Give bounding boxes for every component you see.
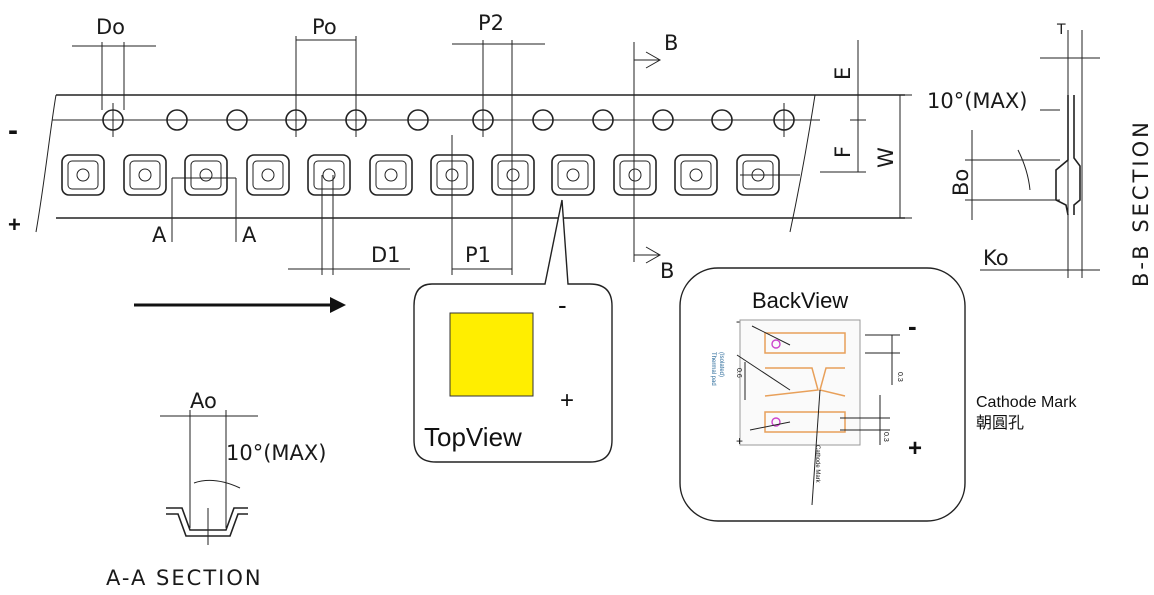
aa-section-label: A-A SECTION: [106, 566, 263, 590]
tape-plus-label: +: [8, 212, 21, 237]
f-label: F: [831, 146, 855, 158]
back-view-small-minus: -: [736, 314, 740, 328]
b-bottom-label: B: [660, 259, 674, 283]
aa-angle-label: 10°(MAX): [226, 441, 326, 465]
back-view-small-plus: +: [736, 434, 743, 448]
top-view-callout: [413, 199, 613, 463]
bottom-dimension-lines: [171, 135, 800, 275]
component-pockets: [61, 154, 780, 196]
side-dimension-lines: [820, 40, 912, 219]
thermal-pad-label: Thermal pad: [710, 352, 716, 386]
bb-section-drawing: [965, 30, 1100, 278]
dim-03b-label: 0.3: [882, 432, 889, 442]
carrier-tape: [35, 94, 905, 233]
top-view-pad: [449, 312, 534, 397]
p1-label: P1: [465, 243, 491, 267]
bo-label: Bo: [949, 169, 973, 196]
w-label: W: [874, 147, 898, 168]
dim-06-label: 0.6: [735, 368, 742, 378]
e-label: E: [831, 67, 855, 80]
d1-label: D1: [371, 243, 401, 267]
cathode-mark-note: Cathode Mark: [976, 394, 1077, 411]
a-left-label: A: [152, 223, 167, 247]
bb-section-label: B-B SECTION: [1129, 119, 1153, 287]
tape-minus-label: -: [8, 114, 18, 147]
aa-section-drawing: [160, 410, 258, 545]
ao-label: Ao: [190, 389, 217, 413]
top-view-title: TopView: [424, 422, 522, 452]
back-view-callout: [679, 267, 966, 522]
top-view-minus: -: [558, 290, 567, 320]
bb-angle-label: 10°(MAX): [927, 89, 1027, 113]
b-top-label: B: [664, 31, 678, 55]
do-label: Do: [96, 15, 125, 39]
cathode-mark-note-zh: 朝圓孔: [976, 414, 1024, 432]
p2-label: P2: [478, 11, 504, 35]
back-view-minus: -: [908, 311, 917, 341]
top-dimension-lines: [72, 36, 662, 264]
back-view-plus: +: [908, 435, 922, 462]
dim-03a-label: 0.3: [896, 372, 903, 382]
isolated-label: (Isolated): [718, 352, 724, 377]
t-label: T: [1056, 22, 1066, 38]
po-label: Po: [312, 15, 337, 39]
a-right-label: A: [242, 223, 257, 247]
feed-direction-arrow: [134, 297, 346, 313]
back-view-title: BackView: [752, 288, 848, 313]
ko-label: Ko: [983, 246, 1009, 270]
back-view-cathode-label: Cathode Mark: [814, 445, 820, 484]
top-view-plus: +: [560, 387, 574, 414]
